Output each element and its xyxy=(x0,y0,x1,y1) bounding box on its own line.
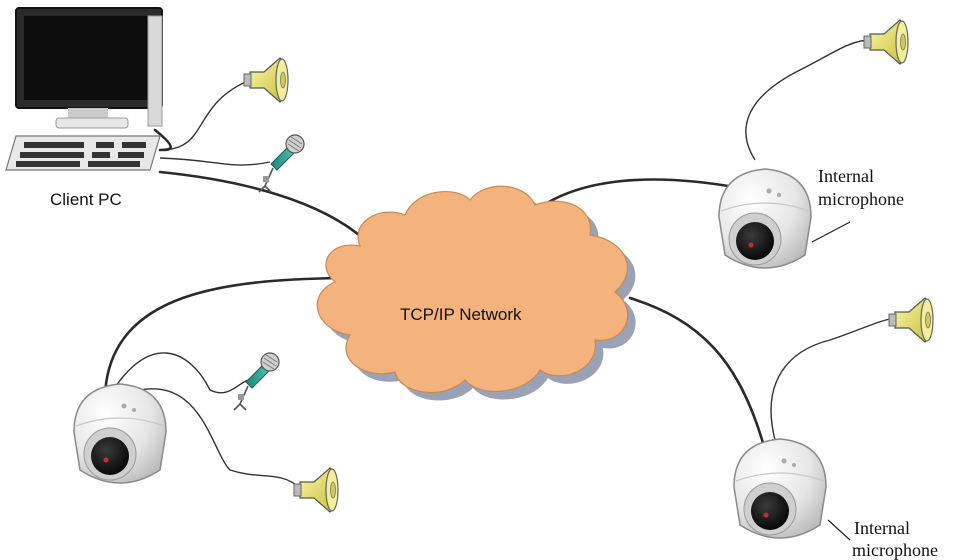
internal-mic-label-top: Internal microphone xyxy=(818,166,904,209)
speaker-icon xyxy=(243,57,289,103)
label-line: Internal xyxy=(854,518,910,538)
leader-line xyxy=(827,519,851,541)
network-label: TCP/IP Network xyxy=(400,305,522,324)
label-line: microphone xyxy=(818,189,904,209)
label-line: microphone xyxy=(852,540,938,560)
microphone-icon xyxy=(233,352,280,411)
speaker-icon xyxy=(888,297,934,343)
internal-mic-label-bottom: Internal microphone xyxy=(852,518,938,560)
speaker-icon xyxy=(863,19,909,65)
dome-camera-icon xyxy=(733,438,827,539)
leader-line xyxy=(811,221,851,243)
tcp-ip-network-cloud xyxy=(316,185,636,401)
speaker-icon xyxy=(293,467,339,513)
label-line: Internal xyxy=(818,166,874,186)
dome-camera-icon xyxy=(718,168,812,269)
client-pc-label: Client PC xyxy=(50,190,122,209)
client-pc xyxy=(5,7,163,171)
dome-camera-icon xyxy=(73,383,167,484)
